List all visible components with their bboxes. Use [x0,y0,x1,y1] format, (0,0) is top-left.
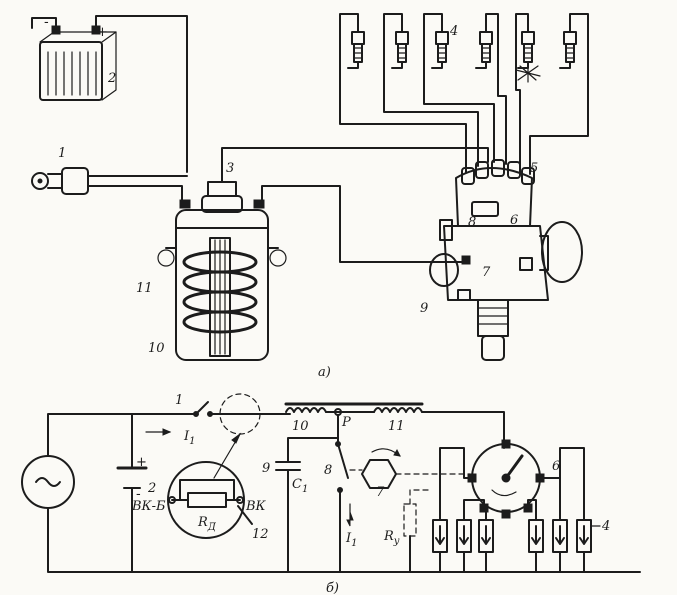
label-coil-3: 3 [226,161,234,176]
label-plugs-4: 4 [449,24,458,39]
battery-plus-sign: + [97,25,108,40]
sch-label-rd: RД [197,515,217,533]
coil-hv-lead [221,147,489,183]
label-secondary-winding-10: 10 [148,341,165,356]
label-primary-winding-11: 11 [136,281,153,296]
plug-leads [339,13,589,175]
sch-battery-plus: + [136,455,147,470]
sch-label-9: 9 [262,461,270,476]
ignition-switch [31,167,89,195]
sch-label-vk-b: ВК-Б [131,499,166,514]
sch-label-10: 10 [292,419,309,434]
sch-label-p: Р [341,415,351,430]
sch-label-c1: C1 [292,477,308,495]
spark-plugs [347,19,577,83]
battery-ground-wire [31,17,57,29]
cam-hexagon [361,459,397,489]
battery-minus-sign: - [44,15,49,30]
sch-label-8: 8 [324,463,332,478]
label-distributor-5: 5 [530,161,538,176]
ac-wave-icon [35,477,61,487]
sch-label-vk: ВК [245,499,267,514]
generator-symbol [21,455,75,509]
label-switch-1: 1 [58,146,66,161]
label-breaker-8: 8 [468,215,476,230]
sch-label-12: 12 [252,527,269,542]
spark-icon [515,61,541,83]
label-capacitor-9: 9 [420,301,428,316]
sch-label-7: 7 [376,485,385,500]
ignition-coil [157,181,287,361]
figure-label-b: б) [326,581,339,595]
label-cam-7: 7 [482,265,491,280]
sch-label-battery-2: 2 [147,481,156,496]
distributor [429,159,583,361]
sch-label-6: 6 [552,459,560,474]
battery [39,25,117,101]
sch-label-switch-1: 1 [175,393,183,408]
sch-battery-minus: - [136,487,141,502]
label-rotor-6: 6 [510,213,518,228]
battery-positive-wire [95,15,188,173]
label-battery-2: 2 [107,71,116,86]
sch-label-11: 11 [388,419,405,434]
primary-winding-10 [285,407,327,413]
switch-wire-coil [87,185,183,207]
schematic-circuit [21,393,641,573]
sch-label-ry: Rу [383,529,400,547]
sch-label-4: 4 [601,519,610,534]
sch-current-i1-low: I1 [345,531,358,549]
secondary-winding-11 [373,407,423,413]
figure-label-a: а) [318,365,331,380]
sch-current-i1-top: I1 [183,429,196,447]
coil-primary-lead [261,185,467,263]
